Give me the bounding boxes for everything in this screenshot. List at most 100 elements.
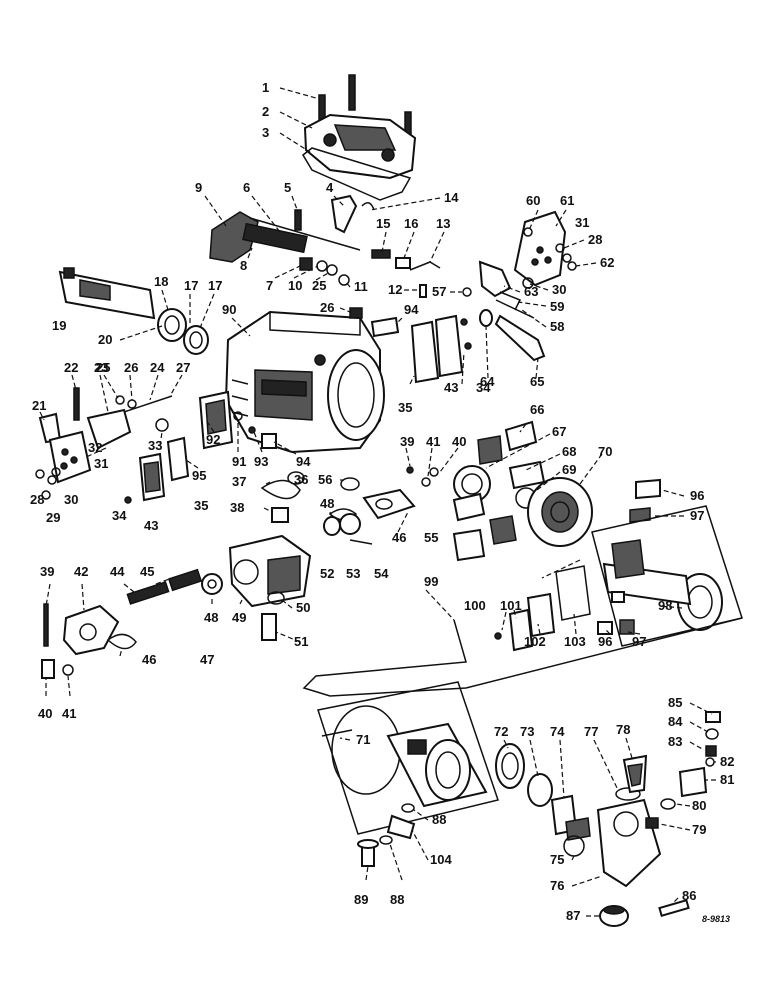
clip-part-97 bbox=[619, 619, 635, 635]
callout-label: 34 bbox=[112, 508, 127, 523]
pump-housing-part-90 bbox=[224, 310, 385, 454]
callout-label: 12 bbox=[388, 282, 402, 297]
callout-label: 93 bbox=[254, 454, 268, 469]
spring-part-58 bbox=[495, 299, 535, 319]
gasket-part-37 bbox=[260, 479, 301, 500]
fitting-part-51 bbox=[261, 613, 277, 641]
valve-part-65 bbox=[494, 314, 546, 362]
spring-part-59 bbox=[499, 291, 522, 311]
callout-label: 24 bbox=[150, 360, 165, 375]
washer-part-88 bbox=[379, 835, 393, 845]
callout-label: 53 bbox=[346, 566, 360, 581]
bushing-part-47 bbox=[201, 573, 223, 595]
screw-part-28 bbox=[35, 469, 45, 479]
ring-part-56 bbox=[340, 477, 360, 491]
callout-label: 1 bbox=[262, 80, 269, 95]
callout-label: 77 bbox=[584, 724, 598, 739]
callout-label: 66 bbox=[530, 402, 544, 417]
callout-label: 3 bbox=[262, 125, 269, 140]
screw-part-25 bbox=[115, 395, 125, 405]
pin-part-96 bbox=[635, 478, 661, 500]
fitting-part-52 bbox=[339, 513, 361, 535]
screw-part-39 bbox=[43, 603, 49, 647]
callout-label: 10 bbox=[288, 278, 302, 293]
callout-label: 50 bbox=[296, 600, 310, 615]
callout-label: 89 bbox=[354, 892, 368, 907]
callout-label: 18 bbox=[154, 274, 168, 289]
callout-label: 82 bbox=[720, 754, 734, 769]
callout-label: 19 bbox=[52, 318, 66, 333]
ball-part-82 bbox=[705, 757, 715, 767]
roller-part-68 bbox=[508, 460, 546, 490]
washer-part-31 bbox=[51, 467, 61, 477]
callout-label: 41 bbox=[62, 706, 76, 721]
link-part-13 bbox=[409, 261, 441, 271]
callout-label: 67 bbox=[552, 424, 566, 439]
callout-label: 102 bbox=[524, 634, 546, 649]
callout-label: 85 bbox=[668, 695, 682, 710]
callout-label: 103 bbox=[564, 634, 586, 649]
callout-label: 4 bbox=[326, 180, 334, 195]
callout-label: 79 bbox=[692, 822, 706, 837]
callout-label: 61 bbox=[560, 193, 574, 208]
callout-label: 98 bbox=[658, 598, 672, 613]
callout-label: 84 bbox=[668, 714, 683, 729]
callout-label: 52 bbox=[320, 566, 334, 581]
gasket-part-46 bbox=[106, 633, 137, 650]
callout-label: 88 bbox=[390, 892, 404, 907]
roller-part bbox=[477, 435, 503, 465]
washer-part-29 bbox=[41, 490, 51, 500]
callout-label: 86 bbox=[682, 888, 696, 903]
callout-label: 57 bbox=[432, 284, 446, 299]
callout-label: 104 bbox=[430, 852, 452, 867]
callout-label: 8 bbox=[240, 258, 247, 273]
cap-part-85 bbox=[705, 711, 721, 723]
lever-part-23 bbox=[86, 408, 132, 450]
callout-label: 31 bbox=[94, 456, 108, 471]
plate-part-102 bbox=[526, 592, 556, 638]
washer-part-41 bbox=[421, 477, 431, 487]
callout-label: 15 bbox=[376, 216, 390, 231]
screw-part-100 bbox=[494, 632, 502, 640]
callout-label: 28 bbox=[588, 232, 602, 247]
callout-label: 68 bbox=[562, 444, 576, 459]
callout-label: 51 bbox=[294, 634, 308, 649]
washer-part-30 bbox=[47, 475, 57, 485]
drive-shaft-assembly bbox=[58, 267, 209, 355]
callout-label: 33 bbox=[148, 438, 162, 453]
pin-part-96 bbox=[597, 621, 613, 635]
callout-label: 32 bbox=[88, 440, 102, 455]
washer-part-30 bbox=[522, 277, 534, 289]
callout-label: 56 bbox=[318, 472, 332, 487]
cover-boss bbox=[323, 133, 337, 147]
lever-part-63 bbox=[478, 260, 512, 298]
callout-label: 25 bbox=[312, 278, 326, 293]
washer-part-88 bbox=[401, 803, 415, 813]
callout-label: 30 bbox=[64, 492, 78, 507]
callout-label: 95 bbox=[192, 468, 206, 483]
callout-label: 9 bbox=[195, 180, 202, 195]
callout-label: 49 bbox=[232, 610, 246, 625]
cover-part-42 bbox=[62, 604, 120, 656]
callout-label: 27 bbox=[176, 360, 190, 375]
fitting-part-38 bbox=[271, 507, 289, 523]
lever-part-4 bbox=[330, 194, 358, 234]
callout-label: 2 bbox=[262, 104, 269, 119]
screw-part-26 bbox=[127, 399, 137, 409]
callout-label: 40 bbox=[38, 706, 52, 721]
callout-label: 42 bbox=[74, 564, 88, 579]
callout-label: 37 bbox=[232, 474, 246, 489]
cam-roller-assembly bbox=[452, 420, 661, 562]
screw-part-93 bbox=[248, 426, 256, 434]
callout-label: 26 bbox=[124, 360, 138, 375]
roller-part bbox=[452, 492, 486, 522]
valve-part-81 bbox=[678, 766, 708, 798]
ring-part-80 bbox=[660, 798, 676, 810]
callout-label: 30 bbox=[552, 282, 566, 297]
ring-part-57 bbox=[462, 287, 472, 297]
gasket-part-3 bbox=[302, 147, 412, 201]
pin-part-12 bbox=[419, 284, 427, 298]
bolt-part bbox=[348, 74, 356, 111]
callout-label: 59 bbox=[550, 299, 564, 314]
